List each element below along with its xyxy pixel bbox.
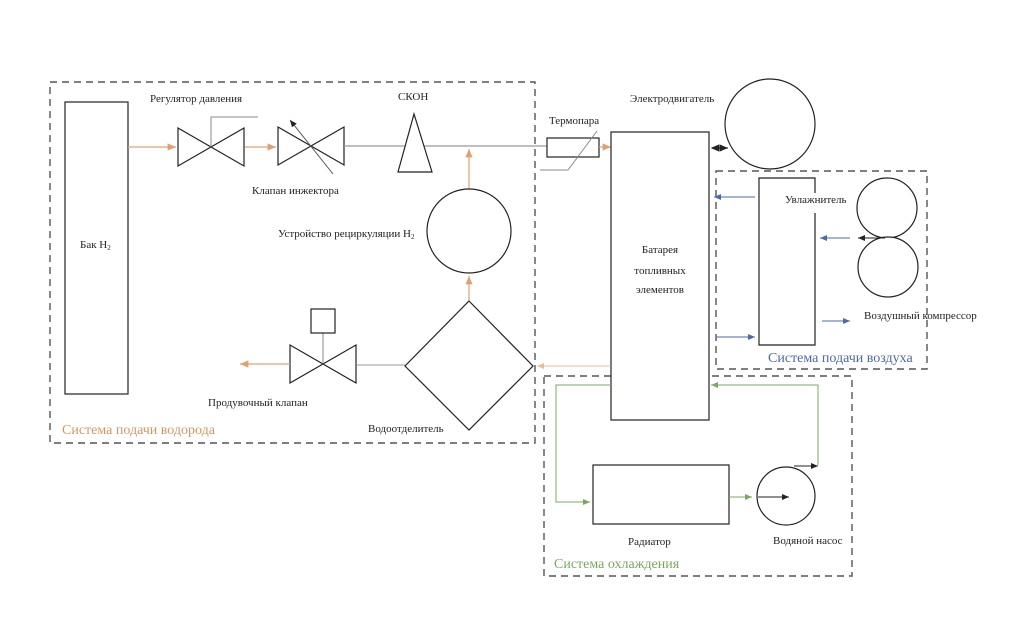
hydrogen-system-boundary	[49, 81, 536, 444]
tank-label: Бак H	[80, 239, 107, 251]
air-compressor-icon	[856, 177, 919, 298]
injector-valve-icon	[277, 119, 345, 175]
injector-valve-label: Клапан инжектора	[252, 185, 339, 197]
water-separator-label: Водоотделитель	[368, 423, 444, 435]
cooling-system-boundary	[543, 375, 853, 577]
svg-text:Устройство рециркуляции H2: Устройство рециркуляции H2	[278, 228, 415, 241]
stack-label-line-2: топливных	[634, 265, 686, 277]
air-compressor-label: Воздушный компрессор	[864, 310, 977, 322]
thermocouple-label: Термопара	[549, 115, 599, 127]
pressure-regulator-label: Регулятор давления	[150, 93, 242, 105]
purge-valve-label: Продувочный клапан	[208, 397, 308, 409]
water-pump-label: Водяной насос	[773, 535, 843, 547]
coolant-to-stack-arrow	[711, 382, 819, 465]
skon-label: СКОН	[398, 91, 428, 103]
humidifier	[758, 177, 816, 346]
radiator-label: Радиатор	[628, 536, 671, 548]
cooling-system-label: Система охлаждения	[554, 557, 680, 572]
recirculation-label: Устройство рециркуляции H	[278, 228, 411, 240]
purge-valve-icon	[289, 308, 357, 385]
recirculation-device-icon	[426, 188, 512, 274]
hydrogen-tank: Бак H2	[64, 101, 129, 395]
recirculation-label-sub: 2	[411, 233, 415, 241]
tank-label-sub: 2	[107, 244, 111, 252]
stack-label-line-1: Батарея	[642, 244, 678, 256]
svg-text:Бак H2: Бак H2	[80, 239, 111, 252]
water-separator-icon	[404, 300, 534, 431]
hydrogen-system-label: Система подачи водорода	[62, 423, 216, 438]
thermocouple-icon	[540, 130, 600, 171]
radiator-icon	[592, 464, 730, 525]
water-pump-icon	[756, 466, 816, 526]
coolant-to-radiator-arrow	[555, 384, 611, 505]
stack-label-line-3: элементов	[636, 284, 684, 296]
electric-motor-icon	[724, 78, 816, 170]
air-system-label: Система подачи воздуха	[768, 351, 913, 366]
electric-motor-label: Электродвигатель	[630, 93, 714, 105]
humidifier-label: Увлажнитель	[785, 194, 847, 206]
skon-icon	[397, 111, 433, 173]
pressure-regulator-valve-icon	[177, 116, 258, 168]
fuel-cell-stack: Батарея топливных элементов	[610, 131, 710, 421]
